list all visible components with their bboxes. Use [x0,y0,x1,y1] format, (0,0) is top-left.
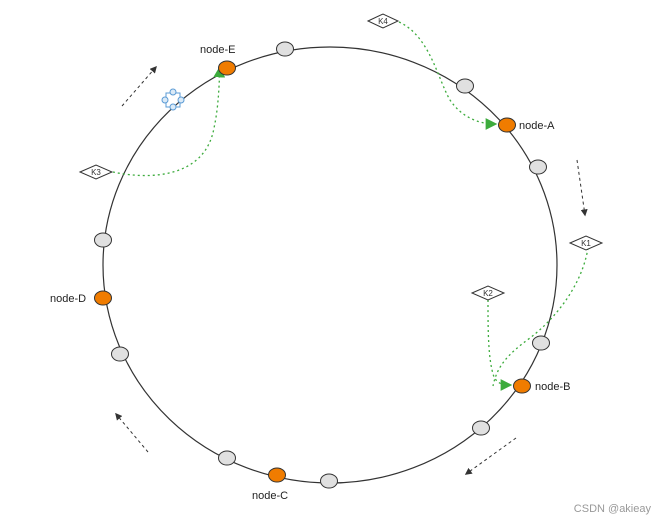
virtual-node [111,346,129,362]
real-nodes: node-A node-B node-C node-D node-E [50,44,570,502]
mapping-path-k3 [112,65,226,177]
key-k1: K1 [568,235,604,251]
selection-handle-icon [161,88,185,111]
virtual-node [456,78,474,94]
node-a-label: node-A [519,120,555,132]
direction-arrow-top-left [121,65,157,107]
virtual-node [472,420,490,436]
key-k2-label: K2 [483,289,493,298]
key-k3-diamond [78,164,114,180]
node-c-marker [268,467,286,483]
node-e: node-E [200,44,236,76]
virtual-node [276,41,294,57]
key-k4-label: K4 [378,17,388,26]
node-d: node-D [50,290,112,306]
watermark: CSDN @akieay [573,503,651,515]
node-c: node-C [252,467,288,502]
virtual-node [529,159,547,175]
virtual-nodes [94,41,550,489]
node-a: node-A [498,117,555,133]
node-e-label: node-E [200,44,235,56]
hash-ring [102,46,558,484]
key-k1-diamond [568,235,604,251]
direction-arrow-top-right [576,159,588,217]
virtual-node [320,473,338,489]
node-d-marker [94,290,112,306]
direction-arrow-bottom-left [115,412,149,453]
node-d-label: node-D [50,293,86,305]
node-c-label: node-C [252,490,288,502]
key-k2: K2 [470,285,506,301]
node-e-marker [218,60,236,76]
key-k1-label: K1 [581,239,591,248]
key-mapping-paths [112,21,589,391]
key-k3-label: K3 [91,168,101,177]
key-k4-diamond [366,13,400,29]
node-a-marker [498,117,516,133]
virtual-node [94,232,112,248]
node-b: node-B [513,378,570,394]
node-b-label: node-B [535,381,570,393]
virtual-node [532,335,550,351]
mapping-path-k2 [487,299,513,391]
direction-arrows [115,65,588,475]
virtual-node [218,450,236,466]
key-k2-diamond [470,285,506,301]
key-k3: K3 [78,164,114,180]
mapping-path-k4 [398,21,498,130]
data-keys: K4 K1 K2 K3 [78,13,604,301]
key-k4: K4 [366,13,400,29]
mapping-path-k1 [492,247,589,387]
node-b-marker [513,378,531,394]
direction-arrow-bottom-right [464,437,517,475]
